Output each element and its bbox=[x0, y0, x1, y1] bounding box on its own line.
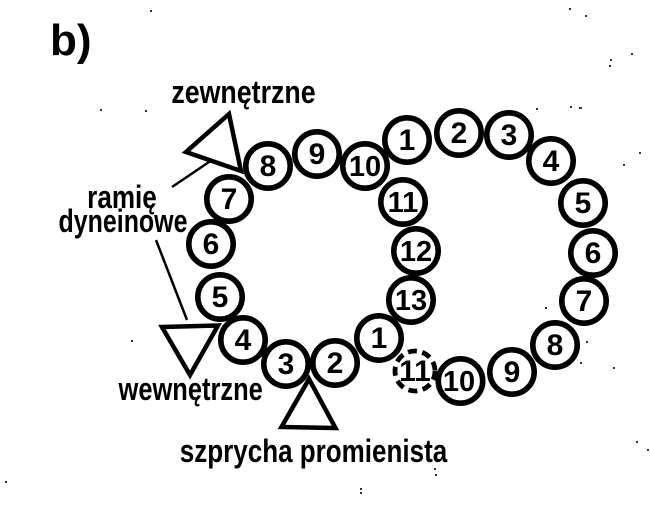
svg-text:1: 1 bbox=[371, 322, 388, 355]
svg-text:b): b) bbox=[50, 16, 92, 65]
svg-text:ramię: ramię bbox=[87, 181, 157, 216]
svg-text:wewnętrzne: wewnętrzne bbox=[118, 372, 263, 407]
svg-text:4: 4 bbox=[543, 145, 560, 178]
svg-text:9: 9 bbox=[504, 356, 521, 389]
svg-text:6: 6 bbox=[585, 237, 602, 270]
svg-text:2: 2 bbox=[451, 117, 468, 150]
svg-text:11: 11 bbox=[388, 187, 419, 219]
svg-text:9: 9 bbox=[309, 138, 326, 171]
svg-text:8: 8 bbox=[547, 329, 564, 362]
svg-text:4: 4 bbox=[235, 324, 252, 357]
svg-text:12: 12 bbox=[400, 236, 432, 268]
svg-text:szprycha promienista: szprycha promienista bbox=[180, 435, 448, 470]
svg-text:7: 7 bbox=[576, 285, 593, 318]
svg-text:8: 8 bbox=[260, 150, 277, 183]
svg-text:10: 10 bbox=[443, 366, 475, 398]
svg-text:13: 13 bbox=[395, 285, 427, 317]
svg-text:7: 7 bbox=[221, 183, 238, 216]
svg-text:zewnętrzne: zewnętrzne bbox=[171, 75, 315, 111]
svg-text:3: 3 bbox=[501, 119, 518, 152]
svg-text:1: 1 bbox=[399, 124, 416, 157]
svg-text:5: 5 bbox=[575, 187, 592, 220]
svg-text:3: 3 bbox=[278, 348, 295, 381]
svg-text:5: 5 bbox=[212, 281, 229, 314]
svg-text:dyneinowe: dyneinowe bbox=[59, 204, 188, 240]
svg-text:2: 2 bbox=[327, 347, 344, 380]
svg-text:6: 6 bbox=[203, 228, 220, 261]
svg-text:10: 10 bbox=[349, 151, 381, 183]
svg-text:11: 11 bbox=[399, 355, 431, 388]
